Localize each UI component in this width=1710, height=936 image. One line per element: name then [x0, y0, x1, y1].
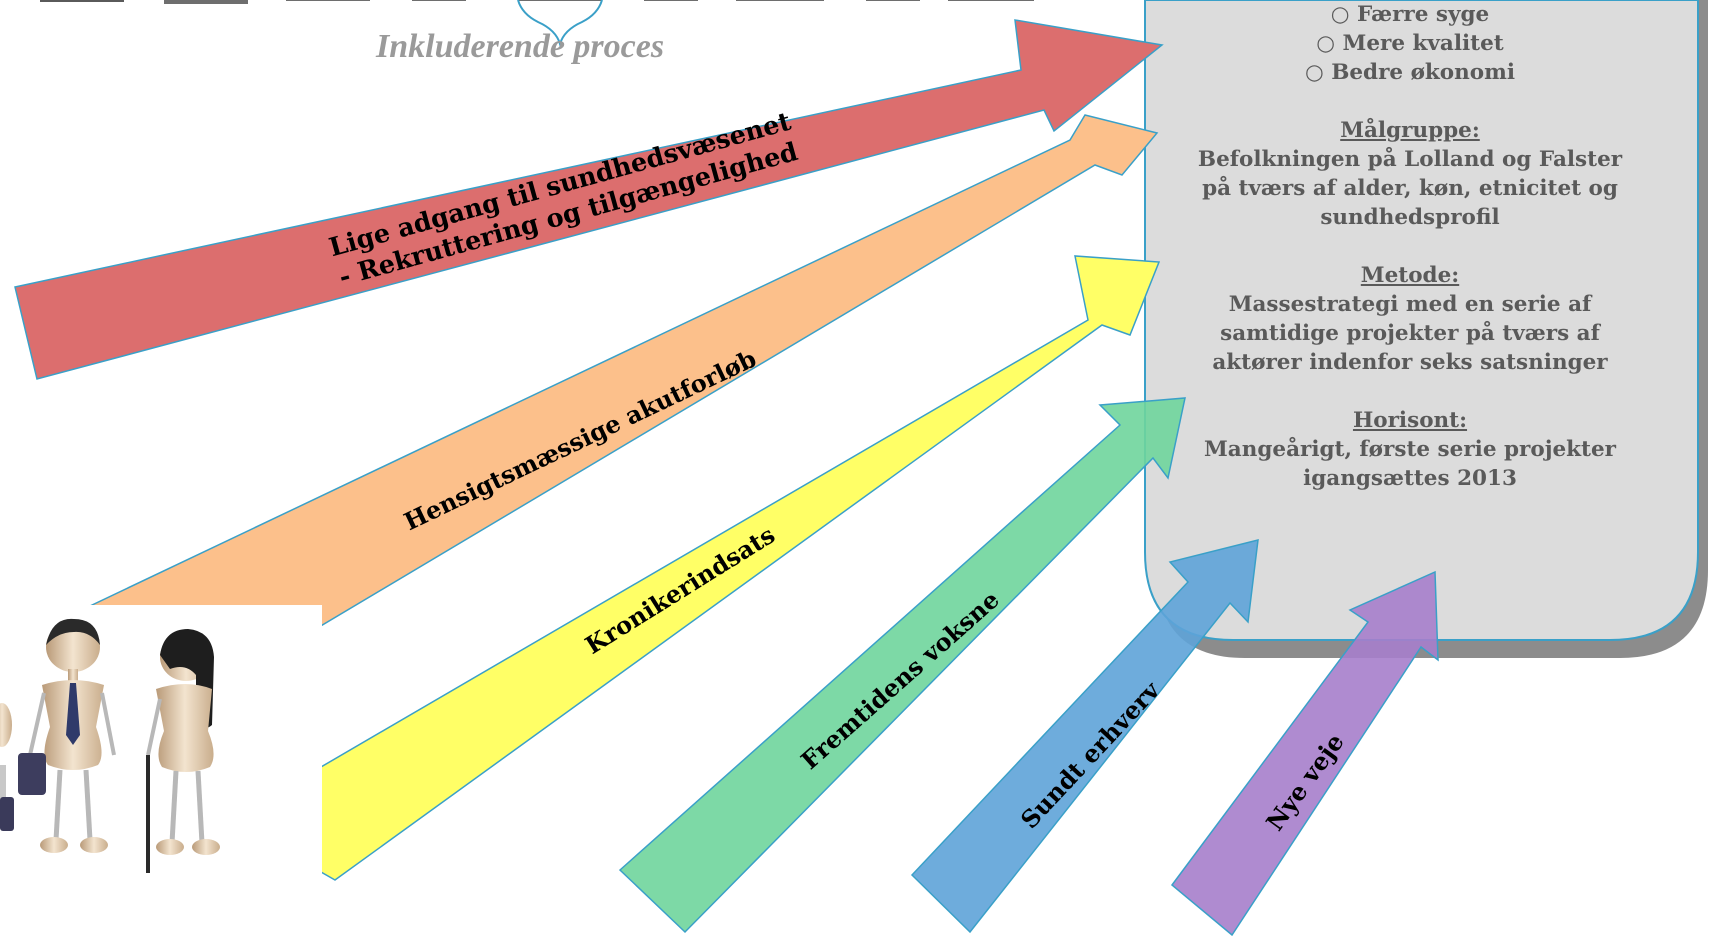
arrow-shape [618, 397, 1186, 934]
arrow-shape [228, 255, 1161, 881]
info-box-text: ○ Færre syge ○ Mere kvalitet ○ Bedre øko… [1150, 0, 1670, 493]
process-step [40, 0, 124, 2]
brace [517, 0, 603, 48]
process-step [412, 0, 466, 1]
arrow-shape [14, 19, 1164, 380]
arrow-label: Lige adgang til sundhedsvæsenet- Rekrutt… [326, 107, 803, 293]
method-heading: Metode: [1360, 263, 1460, 288]
process-step [518, 0, 602, 1]
arrow-label-line: Fremtidens voksne [795, 585, 1005, 775]
process-step [286, 0, 370, 1]
process-step [866, 0, 920, 1]
arrow-label-line: Kronikerindsats [580, 520, 780, 660]
process-steps [40, 0, 1034, 48]
method-line: samtidige projekter på tværs af [1220, 321, 1600, 346]
horizon-line: igangsættes 2013 [1303, 466, 1517, 491]
process-step [736, 0, 824, 1]
people-illustration [0, 605, 322, 895]
target-line: Befolkningen på Lolland og Falster [1197, 147, 1623, 172]
method-line: aktører indenfor seks satsninger [1212, 350, 1608, 375]
target-heading: Målgruppe: [1340, 118, 1480, 143]
process-label: Inkluderende proces [376, 28, 665, 65]
figure-man [18, 618, 116, 853]
arrow-shape [910, 539, 1259, 934]
target-line: på tværs af alder, køn, etnicitet og [1202, 176, 1618, 201]
arrow-label: Kronikerindsats [580, 520, 780, 660]
arrow-label: Fremtidens voksne [795, 585, 1005, 775]
info-box [1144, 0, 1699, 641]
process-step [164, 0, 248, 4]
horizon-heading: Horisont: [1352, 408, 1468, 433]
process-step [948, 0, 1034, 1]
horizon-line: Mangeårigt, første serie projekter [1204, 437, 1616, 462]
target-line: sundhedsprofil [1320, 205, 1500, 230]
goal-item: ○ Mere kvalitet [1316, 31, 1504, 56]
process-step [644, 0, 698, 1]
people-figures [0, 618, 220, 873]
arrow-shape [1170, 570, 1439, 936]
figure-left [0, 703, 14, 831]
goal-item: ○ Bedre økonomi [1304, 60, 1516, 85]
arrow-shape [47, 114, 1159, 681]
method-line: Massestrategi med en serie af [1228, 292, 1592, 317]
goal-item: ○ Færre syge [1330, 2, 1490, 27]
figure-woman [146, 629, 220, 873]
